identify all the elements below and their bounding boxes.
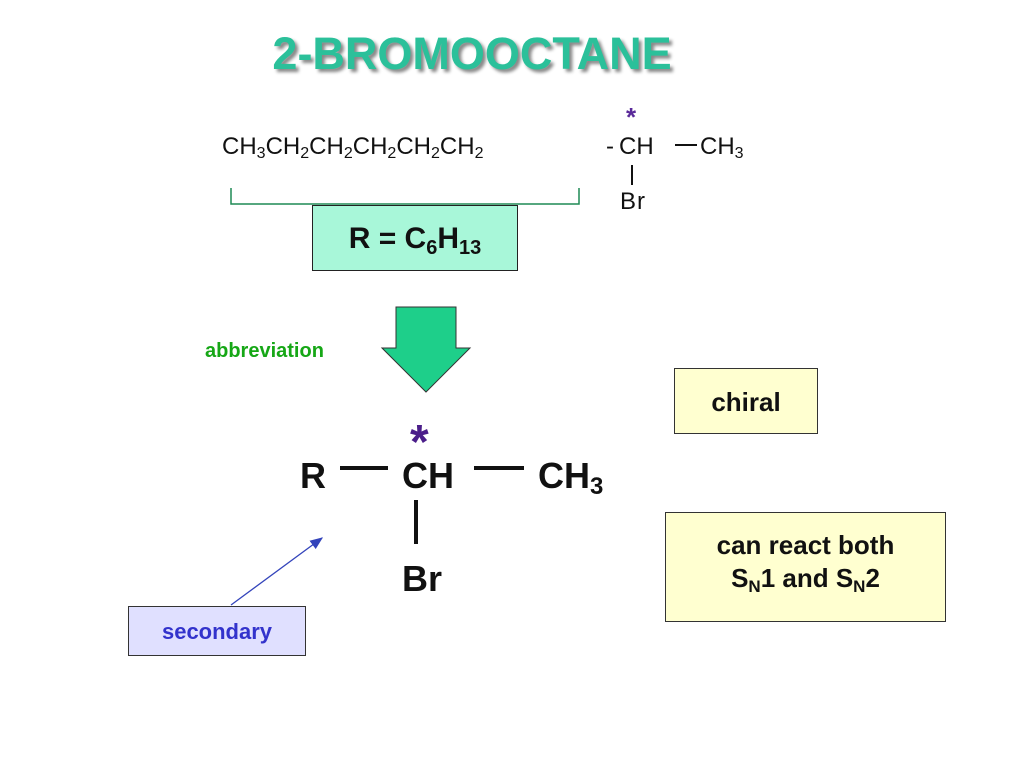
reactivity-line-2: SN1 and SN2 (731, 562, 880, 596)
formula-group: CH3 (222, 133, 266, 162)
formula-bromine: Br (620, 188, 646, 215)
abbrev-ch3: CH3 (538, 455, 604, 500)
formula-chiral-ch: CH (619, 133, 654, 160)
reactivity-line-1: can react both (716, 530, 895, 560)
condensed-formula-chain: CH3CH2CH2CH2CH2CH2 (222, 133, 483, 163)
reactivity-note: can react both SN1 and SN2 (665, 512, 946, 622)
formula-group: CH2 (439, 133, 484, 162)
page-title: 2-BROMOOCTANE (272, 28, 672, 79)
secondary-pointer-arrow (230, 537, 324, 606)
abbrev-ch: CH (402, 455, 454, 496)
abbrev-r: R (300, 455, 326, 496)
chiral-star-icon: * (410, 416, 429, 469)
secondary-note: secondary (128, 606, 306, 656)
small-chiral-star-icon: * (626, 102, 637, 132)
formula-group: CH2 (309, 133, 353, 162)
formula-group: CH2 (265, 133, 310, 162)
formula-group: CH2 (352, 133, 397, 162)
abbreviation-arrow-icon (380, 306, 472, 393)
abbrev-br: Br (402, 558, 443, 599)
formula-terminal-ch3: CH3 (700, 133, 744, 162)
abbreviation-label: abbreviation (205, 340, 324, 362)
formula-dash: - (606, 133, 614, 160)
chiral-note: chiral (674, 368, 818, 434)
r-group-box: R = C6H13 (312, 205, 518, 271)
r-chain-bracket (230, 188, 580, 205)
formula-group: CH2 (396, 133, 440, 162)
